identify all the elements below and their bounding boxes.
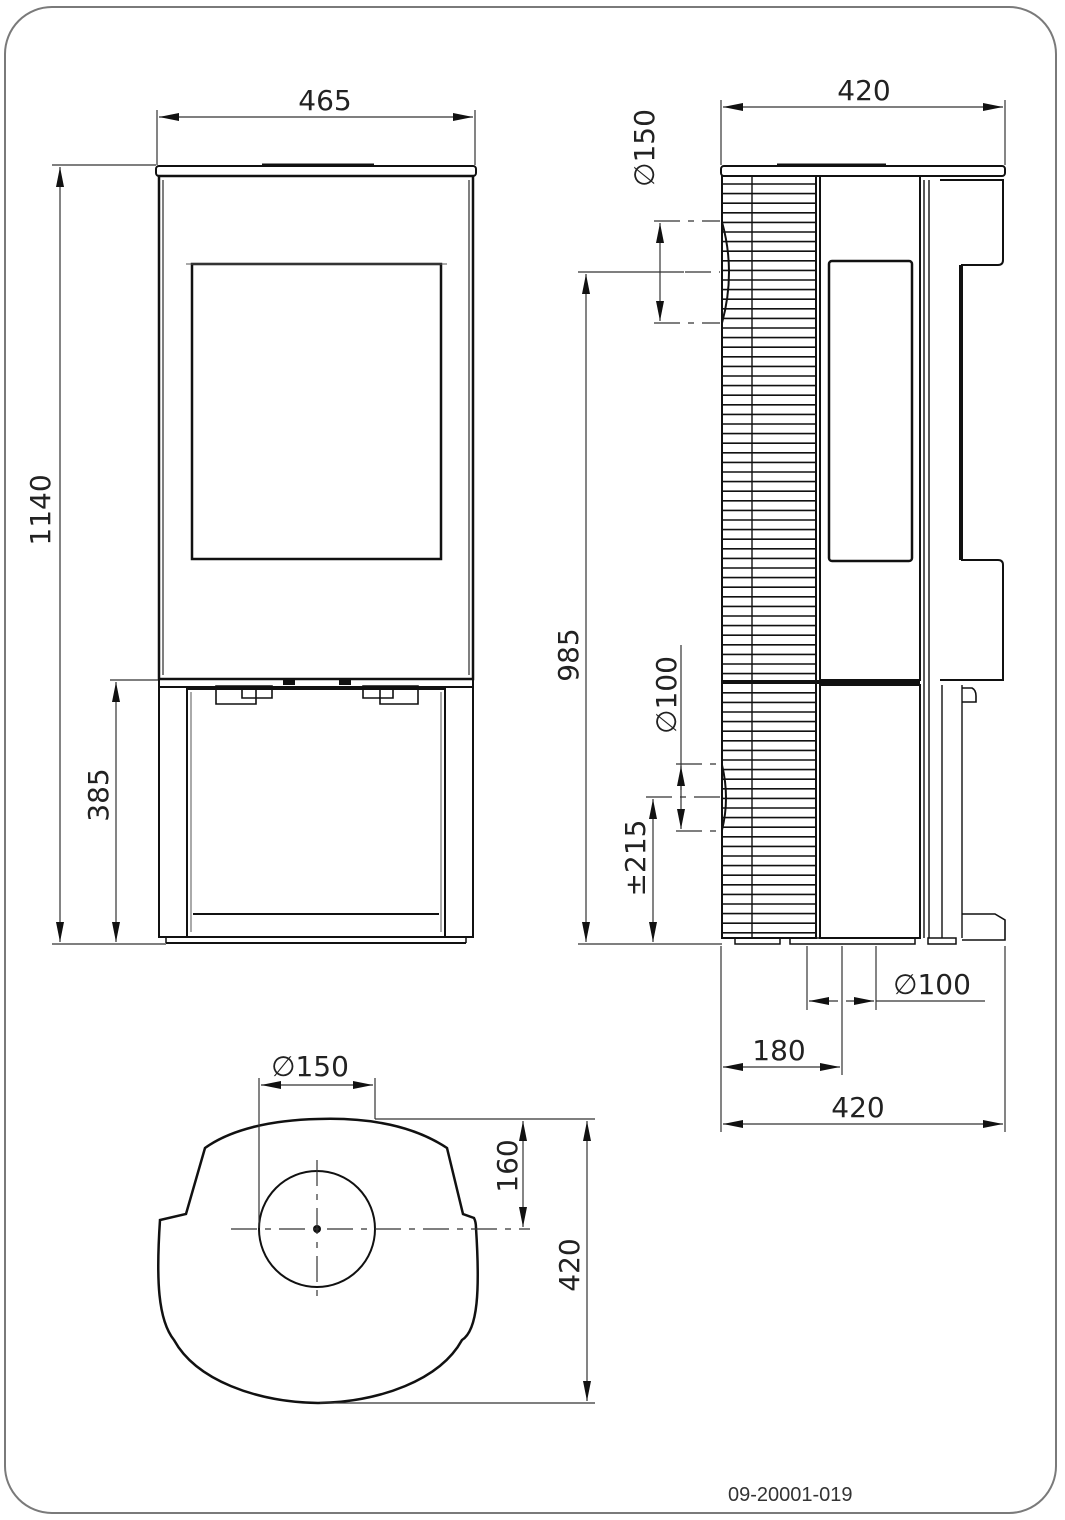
dim-front-width: 465 [298, 84, 351, 117]
top-view: ∅150 160 420 [157, 1050, 595, 1405]
dim-bottom-inlet-diameter: ∅100 [893, 968, 971, 1001]
dim-flue-offset: 160 [491, 1139, 524, 1192]
dim-rear-flue-diameter: ∅150 [628, 109, 661, 187]
dim-flue-centre-height: 985 [552, 628, 585, 681]
dim-air-inlet-diameter: ∅100 [650, 656, 683, 734]
drawing-number: 09-20001-019 [728, 1484, 853, 1506]
front-view: 465 1140 385 [24, 84, 477, 945]
dim-bottom-inlet-offset: 180 [752, 1034, 805, 1067]
dim-top-flue-diameter: ∅150 [271, 1050, 349, 1083]
dim-air-inlet-height: ±215 [619, 820, 652, 897]
dim-side-depth-bottom: 420 [831, 1091, 884, 1124]
dim-lower-height: 385 [82, 768, 115, 821]
side-view: 420 ∅150 985 ∅100 ±215 ∅100 18 [552, 74, 1006, 1132]
dim-side-depth-top: 420 [837, 74, 890, 107]
dim-front-height: 1140 [24, 474, 57, 545]
dim-top-depth: 420 [553, 1238, 586, 1291]
drawing-border [4, 6, 1057, 1514]
